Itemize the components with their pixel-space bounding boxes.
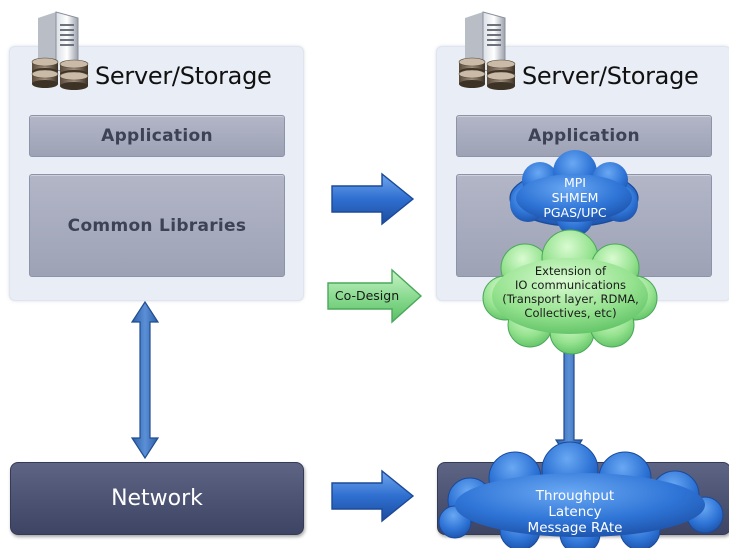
cloud-io-line: (Transport layer, RDMA, — [502, 292, 639, 306]
co-design-arrow — [327, 268, 423, 324]
right-server-title: Server/Storage — [522, 62, 699, 90]
cloud-io-line: IO communications — [514, 278, 627, 292]
cloud-mpi-line: PGAS/UPC — [543, 205, 607, 220]
left-server-title: Server/Storage — [95, 62, 272, 90]
cloud-io-line: Extension of — [534, 264, 607, 278]
performance-cloud-text: Throughput Latency Message RAte — [510, 488, 640, 536]
cloud-io-line: Collectives, etc) — [524, 306, 617, 320]
mpi-cloud — [509, 150, 639, 236]
cloud-mpi-line: MPI — [563, 175, 586, 190]
left-application-label: Application — [101, 126, 213, 146]
mpi-cloud-text: MPI SHMEM PGAS/UPC — [520, 175, 630, 220]
cloud-perf-line: Latency — [548, 504, 602, 520]
double-arrow-icon — [130, 300, 160, 460]
performance-cloud — [438, 441, 724, 548]
left-application-bar: Application — [29, 115, 285, 157]
left-common-libraries-bar: Common Libraries — [29, 174, 285, 277]
network-box: Network — [10, 462, 304, 535]
right-application-label: Application — [528, 126, 640, 146]
cloud-mpi-line: SHMEM — [551, 190, 599, 205]
bottom-right-arrow-icon — [331, 469, 415, 523]
server-storage-icon — [458, 11, 516, 90]
co-design-label: Co-Design — [334, 288, 400, 303]
right-arrow-icon — [331, 172, 415, 226]
network-label: Network — [111, 486, 203, 511]
server-storage-icon — [31, 11, 89, 90]
cloud-perf-line: Throughput — [535, 488, 615, 504]
io-cloud-text: Extension of IO communications (Transpor… — [488, 264, 653, 320]
left-common-libraries-label: Common Libraries — [67, 215, 247, 236]
cloud-perf-line: Message RAte — [527, 520, 623, 536]
io-cloud — [482, 229, 658, 355]
